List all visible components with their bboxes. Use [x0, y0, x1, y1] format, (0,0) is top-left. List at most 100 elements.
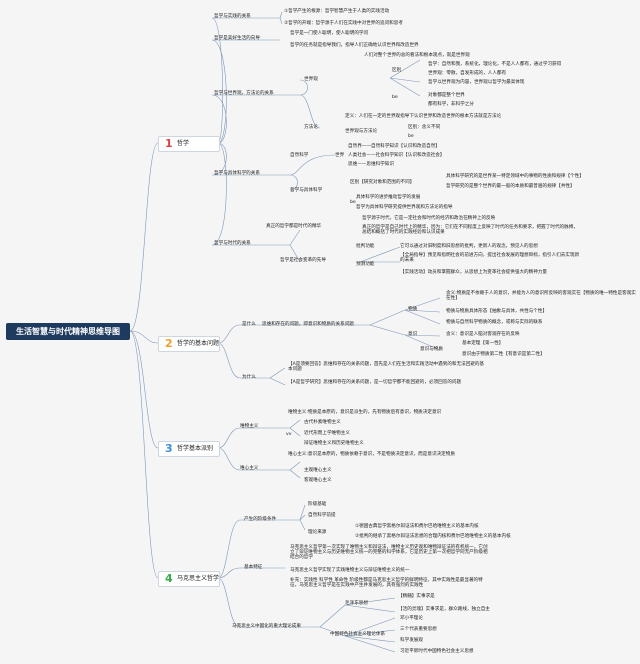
node: 世界观与方法论 — [345, 129, 378, 134]
node: 【实践活动】动员和掌握群众，从思想上为变革社会提供强大的精神力量 — [400, 270, 548, 275]
branch-node-2: 2 哲学的基本问题 — [158, 336, 220, 352]
node: 世界观 — [304, 77, 318, 82]
node: 都有科学，非科学之分 — [428, 102, 474, 107]
root-node: 生活智慧与时代精神思维导图 — [6, 323, 130, 340]
node: 哲学与世界观，方法论的关系 — [214, 91, 274, 96]
node: 产生的阶级条件 — [244, 517, 277, 522]
node: 定义：人们在一定的世界观指导下认识世界和改造世界的根本方法就是方法论 — [345, 114, 502, 119]
node: 近代形而上学唯物主义 — [304, 431, 350, 436]
node: 具体科学的进步推动哲学的发展 — [356, 195, 421, 200]
node: 它可以通过对旧制度和旧思想的批判，更新人的观念，预见人的思想 — [400, 244, 538, 249]
node: 古代朴素唯物主义 — [304, 420, 341, 425]
node: 唯物主义:物质是本原的，意识是派生的，先有物质后有意识，物质决定意识 — [288, 410, 442, 415]
node: 哲学是一门使人聪明，使人聪明的学问 — [290, 31, 369, 36]
node: 【A是须要回答】思维和存在的关系问题，首先是人们在生活和实践活动中遇到的和无法回… — [288, 362, 485, 372]
node: 唯心主义:意识是本原的，物质依赖于意识，不是物质决定意识，而是意识决定物质 — [288, 452, 455, 457]
node: ①德国古典哲学黑格尔辩证法和费尔巴哈唯物主义的基本内核 — [355, 524, 479, 529]
branch-number: 3 — [165, 442, 173, 455]
node: 中国特色社会主义理论体系 — [330, 632, 386, 637]
branch-node-3: 3 哲学基本派别 — [158, 441, 220, 457]
node: 具体科学研究的是世界某一特定领域中的事物的性质和规律【个性】 — [446, 174, 584, 179]
node: 对象都是整个世界 — [428, 93, 465, 98]
node: 是什么 — [242, 322, 256, 327]
node: ①哲学产生的根源：哲学智慧产生于人类的实践活动 — [284, 9, 390, 14]
node: 哲学与实践的关系 — [214, 14, 251, 19]
node: 唯物主义 — [240, 424, 259, 429]
node: 哲学源于时代，它是一定社会和时代的经济和政治在精神上的反映 — [362, 216, 496, 221]
node: 区别 — [392, 68, 402, 73]
node: 区别：含义不同 — [408, 125, 441, 130]
node: 真正的哲学都是时代的精华 — [266, 224, 322, 229]
node: 意识与物质 — [420, 347, 443, 352]
branch-label: 哲学基本派别 — [177, 445, 214, 452]
node: 为什么 — [242, 375, 256, 380]
branch-node-4: 4 马克思主义哲学 — [158, 571, 220, 587]
node: 人类社会——社会科学知识【认识和改造社会】 — [348, 153, 445, 158]
node: 哲学：自然和我，系统化，理论化，不是人人都有，通过学习获得 — [428, 62, 562, 67]
branch-number: 1 — [165, 137, 173, 150]
branch-label: 哲学 — [177, 140, 190, 147]
node: 客观唯心主义 — [304, 478, 332, 483]
node: 哲学与时代的关系 — [214, 241, 251, 246]
node: 哲学是美好生活的向导 — [214, 36, 260, 41]
node: 辩证唯物主义和历史唯物主义 — [304, 441, 364, 446]
node: 基本定理【第一性】 — [462, 341, 504, 346]
node: ②批判的继承了黑格尔辩证法思想的合理内核和费尔巴哈唯物主义的基本内核 — [355, 534, 511, 539]
node: be — [392, 95, 398, 100]
node: ②哲学的开端：哲学源于人们在实践中对世界的追问和思考 — [284, 21, 403, 26]
node: 三个代表重要思想 — [400, 627, 437, 632]
node: 方法论 — [304, 125, 318, 130]
node: 思维——思维科学知识 — [348, 162, 394, 167]
node: 物质与自然科学物质的概念，或称与实际的联系 — [446, 320, 543, 325]
node: 主观唯心主义 — [304, 468, 332, 473]
branch-number: 4 — [165, 572, 173, 585]
node: 物质 — [408, 307, 418, 312]
node: 基本特征 — [244, 565, 263, 570]
node: 习近平新时代中国特色社会主义思想 — [400, 649, 474, 654]
node: be — [350, 200, 356, 205]
node: 意识由于物质第二性【有意识是第二性】 — [462, 352, 545, 357]
node: 批判功能 — [356, 244, 375, 249]
node: 意识 — [408, 332, 418, 337]
node: 思维和存在的问题，即意识和物质的关系问题 — [262, 322, 354, 327]
node: 哲学是社会变革的先导 — [280, 258, 326, 263]
node: 自然科学 — [290, 153, 309, 158]
node: 唯心主义 — [240, 466, 259, 471]
node: 【A是哲学研究】思维和存在的关系问题，是一切哲学都不能回避的，必须回答的问题 — [288, 380, 462, 385]
node: be — [408, 134, 414, 139]
branch-label: 哲学的基本问题 — [177, 340, 220, 347]
branch-node-1: 1 哲学 — [158, 136, 220, 152]
node: 补充：实践性 科学性 革命性 阶级性都是马克思主义哲学的鲜明特征，其中实践性是最… — [290, 578, 483, 588]
node: 哲学为具体科学研究提供世界观和方法论的指导 — [356, 205, 453, 210]
node: 预测功能 — [356, 262, 375, 267]
node: 世界 — [335, 153, 345, 158]
node: 世界观：零散，自发形成的，人人都有 — [428, 71, 507, 76]
node: 物质与物质具体形态【抽象与具体，共性与个性】 — [446, 309, 548, 314]
node: 自然科学前提 — [308, 513, 336, 518]
node: 【全局指导】预见和指明社会的前进方向，提出社会发展的理想目标，指引人们去实现新的… — [400, 253, 580, 263]
branch-number: 2 — [165, 337, 173, 350]
node: 【活的灵魂】实事求是，群众路线，独立自主 — [398, 607, 490, 612]
node: vv — [286, 432, 292, 437]
node: 阶级基础 — [308, 502, 327, 507]
node: 邓小平理论 — [400, 616, 423, 621]
node: 马克思主义哲学第一次实现了唯物主义和辩证法，唯物主义历史观和唯物辩证法的有机统一… — [290, 545, 488, 560]
node: 区别【研究对象和范围的不同】 — [350, 180, 415, 185]
node: 真正的哲学是自己时代上的精华，因为：它们在不同程度上反映了时代的任务和要求，把握… — [362, 225, 578, 235]
node: 马克思主义哲学实现了实践唯物主义与辩证唯物主义的统一 — [290, 568, 410, 573]
node: 毛泽东思想 — [345, 601, 368, 606]
node: 马克思主义中国化的重大理论成果 — [232, 624, 301, 629]
node: 哲学研究的是整个世界的最一般的本质和最普遍的规律【共性】 — [446, 184, 575, 189]
node: 哲学以世界观为内容，世界观以哲学为最高体现 — [428, 80, 525, 85]
node: 人们对整个世界的总的看法和根本观点，就是世界观 — [364, 53, 470, 58]
node: 含义：意识是人脑对客观存在的反映 — [446, 332, 520, 337]
node: 【精髓】实事求是 — [398, 594, 435, 599]
node: 哲学与具体科学的关系 — [214, 171, 260, 176]
node: 自然界——自然科学知识【认识和改造自然】 — [348, 144, 440, 149]
branch-label: 马克思主义哲学 — [177, 575, 220, 582]
node: 哲学的任务就是指导我们，指导人们正确地认识世界和改造世界 — [290, 43, 419, 48]
node: 含义:物质是不依赖于人的意识，并能为人的意识所反映的客观实在【物质的唯一特性是客… — [446, 291, 636, 301]
node: 哲学与具体科学 — [290, 188, 323, 193]
